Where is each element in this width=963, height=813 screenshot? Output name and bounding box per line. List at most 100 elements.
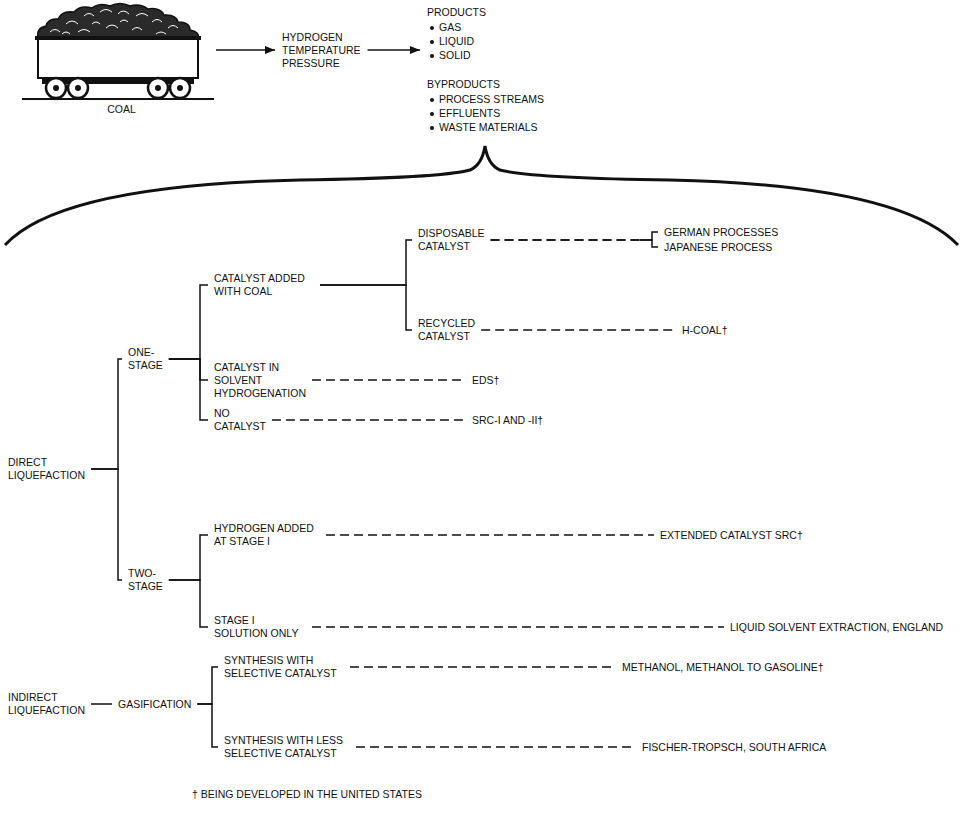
text-row: DIRECT LIQUEFACTION — [8, 456, 85, 482]
node-text: INDIRECT LIQUEFACTION — [8, 691, 85, 716]
bullet-dot — [430, 98, 434, 102]
text-row: EDS† — [472, 374, 499, 387]
dashed-connector — [356, 746, 636, 748]
connector-line — [169, 580, 208, 627]
text-row: BYPRODUCTS — [427, 78, 544, 91]
node-text: H-COAL† — [682, 324, 728, 336]
node-text: METHANOL, METHANOL TO GASOLINE† — [622, 661, 824, 673]
text-row: INDIRECT LIQUEFACTION — [8, 691, 85, 717]
node-text: EXTENDED CATALYST SRC† — [660, 529, 803, 541]
branch-label: SYNTHESIS WITH SELECTIVE CATALYST — [222, 654, 346, 680]
tree-line — [91, 703, 112, 705]
branch-label: SYNTHESIS WITH LESS SELECTIVE CATALYST — [222, 734, 352, 760]
text-row: GAS — [427, 21, 544, 34]
coal-car: COAL — [32, 4, 211, 116]
branch-label: RECYCLED CATALYST — [416, 317, 477, 343]
text-row: CATALYST ADDED WITH COAL — [214, 272, 314, 298]
dashed-connector — [491, 239, 640, 241]
connector-line — [368, 50, 420, 51]
tree-line — [91, 469, 122, 580]
connector-line — [356, 747, 636, 748]
text-row: GERMAN PROCESSES — [664, 226, 778, 239]
text-row: SYNTHESIS WITH SELECTIVE CATALYST — [224, 654, 344, 680]
node-text: SOLID — [439, 49, 471, 61]
node-text: GAS — [439, 21, 461, 33]
coal-car-illustration — [22, 4, 214, 100]
text-row: DISPOSABLE CATALYST — [418, 227, 485, 253]
text-row: SRC-I AND -II† — [472, 414, 543, 427]
tree-line — [169, 580, 208, 627]
branch-label: HYDROGEN ADDED AT STAGE I — [212, 522, 322, 548]
connector-line — [91, 704, 112, 705]
process-name: METHANOL, METHANOL TO GASOLINE† — [620, 661, 826, 674]
node-text: SRC-I AND -II† — [472, 414, 543, 426]
text-row: H-COAL† — [682, 324, 728, 337]
node-text: BYPRODUCTS — [427, 78, 500, 90]
bullet-dot — [430, 54, 434, 58]
connector-line — [197, 704, 218, 747]
node-text: HYDROGEN TEMPERATURE PRESSURE — [282, 31, 361, 69]
node-text: NO CATALYST — [214, 407, 266, 432]
text-row: SOLID — [427, 49, 544, 62]
dashed-connector — [481, 329, 676, 331]
node-text: GASIFICATION — [118, 698, 191, 710]
footnote: † BEING DEVELOPED IN THE UNITED STATES — [192, 788, 422, 801]
connector-line — [91, 469, 122, 580]
branch-label: DIRECT LIQUEFACTION — [6, 456, 87, 482]
tree-line — [91, 359, 122, 469]
process-name: JAPANESE PROCESS — [662, 241, 774, 254]
text-row: TWO-STAGE — [128, 567, 163, 593]
coal-heap — [38, 4, 199, 39]
car-wheels — [46, 78, 190, 98]
process-name: EXTENDED CATALYST SRC† — [658, 529, 805, 542]
connector-line — [272, 420, 466, 421]
node-text: COAL — [107, 103, 136, 115]
coal-lumps — [50, 10, 178, 35]
connector-line — [350, 667, 616, 668]
text-row: ONE-STAGE — [128, 346, 163, 372]
text-row: STAGE I SOLUTION ONLY — [214, 614, 306, 640]
text-row: JAPANESE PROCESS — [664, 241, 772, 254]
node-text: LIQUID — [439, 35, 474, 47]
text-row: SYNTHESIS WITH LESS SELECTIVE CATALYST — [224, 734, 350, 760]
process-name: GERMAN PROCESSES — [662, 226, 780, 239]
branch-label: GASIFICATION — [116, 698, 193, 711]
node-text: FISCHER-TROPSCH, SOUTH AFRICA — [642, 741, 826, 753]
connector-line — [491, 240, 658, 247]
dashed-connector — [326, 534, 654, 536]
connector-line — [197, 667, 218, 704]
connector-line — [216, 50, 275, 51]
process-name: FISCHER-TROPSCH, SOUTH AFRICA — [640, 741, 828, 754]
text-row: CATALYST IN SOLVENT HYDROGENATION — [214, 361, 306, 400]
tree-line — [197, 667, 218, 704]
car-body — [38, 38, 198, 78]
text-row: FISCHER-TROPSCH, SOUTH AFRICA — [642, 741, 826, 754]
text-row: LIQUID — [427, 35, 544, 48]
node-text: JAPANESE PROCESS — [664, 241, 772, 253]
branch-label: TWO-STAGE — [126, 567, 165, 593]
process-name: SRC-I AND -II† — [470, 414, 545, 427]
text-row: EXTENDED CATALYST SRC† — [660, 529, 803, 542]
node-text: DISPOSABLE CATALYST — [418, 227, 485, 252]
tree-line — [640, 232, 658, 240]
text-row: RECYCLED CATALYST — [418, 317, 475, 343]
node-text: EDS† — [472, 374, 499, 386]
bullet-dot — [430, 40, 434, 44]
text-row: PROCESS STREAMS — [427, 93, 544, 106]
connector-line — [320, 240, 412, 285]
node-text: PROCESS STREAMS — [439, 93, 544, 105]
connector-line — [491, 232, 658, 240]
dashed-connector — [272, 419, 466, 421]
node-text: ONE-STAGE — [128, 346, 163, 371]
node-text: SYNTHESIS WITH SELECTIVE CATALYST — [224, 654, 337, 679]
node-text: HYDROGEN ADDED AT STAGE I — [214, 522, 314, 547]
branch-label: NO CATALYST — [212, 407, 268, 433]
tree-line — [169, 535, 208, 580]
tree-line — [368, 49, 420, 51]
node-text: CATALYST IN SOLVENT HYDROGENATION — [214, 361, 306, 399]
connector-line — [169, 359, 208, 380]
connector-line — [312, 380, 466, 381]
bullet-dot — [430, 126, 434, 130]
wheel-hubs — [53, 85, 183, 91]
car-rim — [35, 36, 201, 40]
